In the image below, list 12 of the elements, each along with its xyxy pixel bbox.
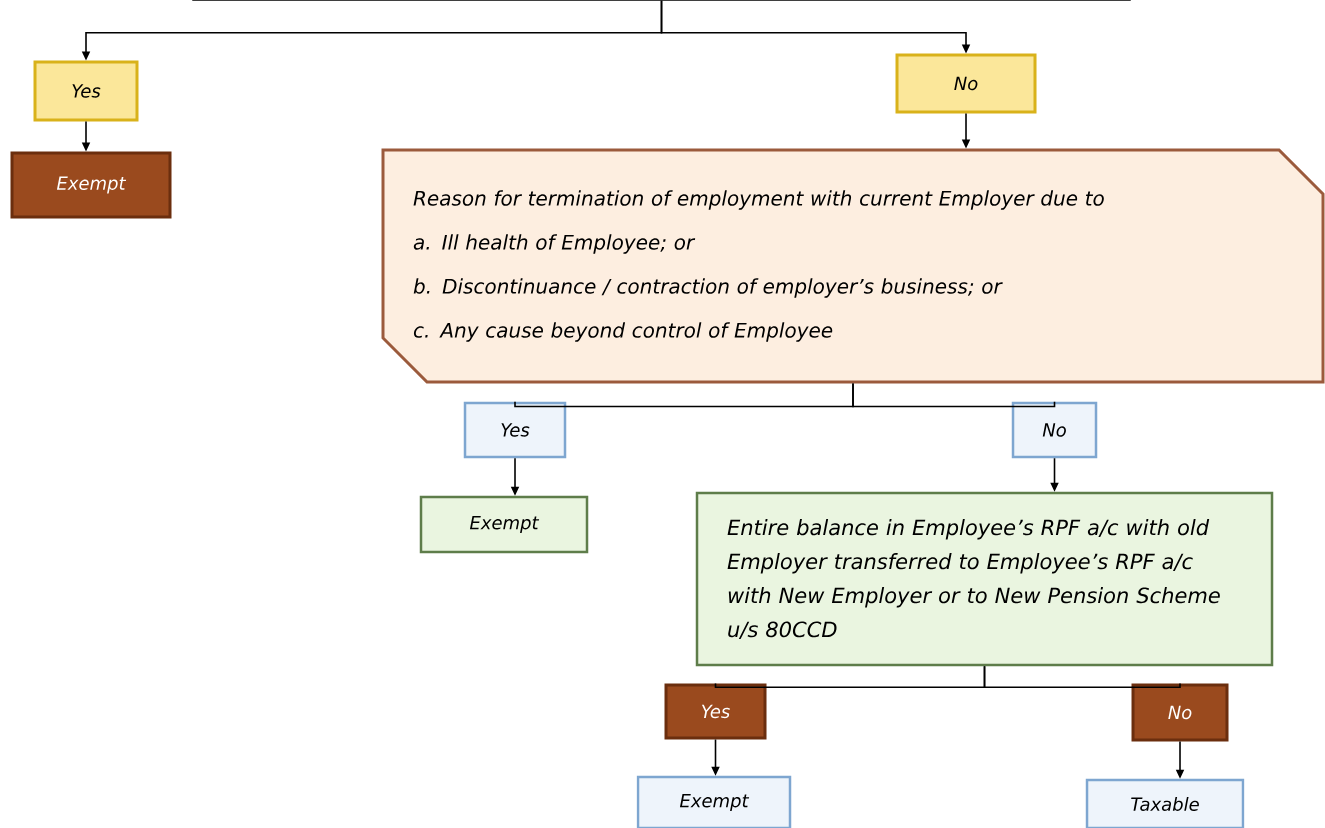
- answer-box: No: [895, 53, 1037, 114]
- answer-box: Yes: [664, 683, 767, 740]
- result-box: Taxable: [1085, 778, 1245, 828]
- result-box: Exempt: [636, 775, 792, 828]
- result-box: Exempt: [419, 495, 589, 554]
- answer-box: Yes: [33, 60, 139, 122]
- result-box: Exempt: [10, 151, 172, 219]
- condition-box: Reason for termination of employment with current Employer due to a. Ill health of Employee; or b. Discontinuance / contraction of employer’s business; or c. Any cause beyond control of Employee: [381, 148, 1325, 384]
- answer-box: No: [1131, 683, 1229, 742]
- condition-box: Entire balance in Employee’s RPF a/c with old Employer transferred to Employee’s RPF a/c with New Employer or to New Pension Scheme u/s 80CCD: [695, 491, 1274, 667]
- answer-box: Yes: [463, 401, 567, 459]
- answer-box: No: [1011, 401, 1098, 459]
